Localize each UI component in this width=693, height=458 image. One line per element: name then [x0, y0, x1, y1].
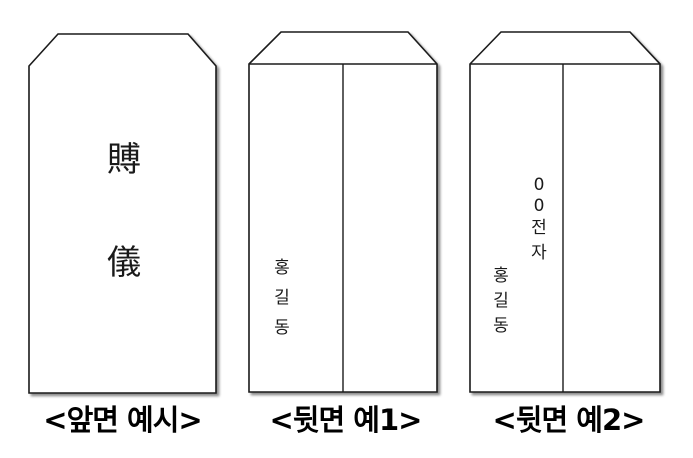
back1-name-char-2: 길 — [274, 288, 290, 308]
back-envelope-1 — [248, 31, 438, 393]
back-envelope-2 — [469, 31, 661, 393]
front-char-2: 儀 — [107, 243, 141, 283]
front-envelope — [28, 33, 217, 394]
back2-org-char-3: 전 — [531, 218, 547, 238]
back2-name-char-3: 동 — [493, 316, 509, 336]
back2-org-char-1: 0 — [533, 175, 545, 195]
back2-org-char-4: 자 — [531, 243, 547, 263]
back2-caption: <뒷면 예2> — [492, 403, 646, 437]
back-envelope-2-outline — [469, 31, 661, 393]
back1-caption: <뒷면 예1> — [269, 403, 423, 437]
back2-org-char-2: 0 — [533, 196, 545, 216]
back1-name-char-3: 동 — [274, 318, 290, 338]
front-envelope-outline — [28, 33, 217, 394]
back2-name-char-1: 홍 — [493, 266, 509, 286]
front-char-1: 賻 — [107, 140, 141, 180]
back2-name-char-2: 길 — [493, 291, 509, 311]
front-caption: <앞면 예시> — [43, 403, 202, 437]
back1-name-char-1: 홍 — [274, 258, 290, 278]
